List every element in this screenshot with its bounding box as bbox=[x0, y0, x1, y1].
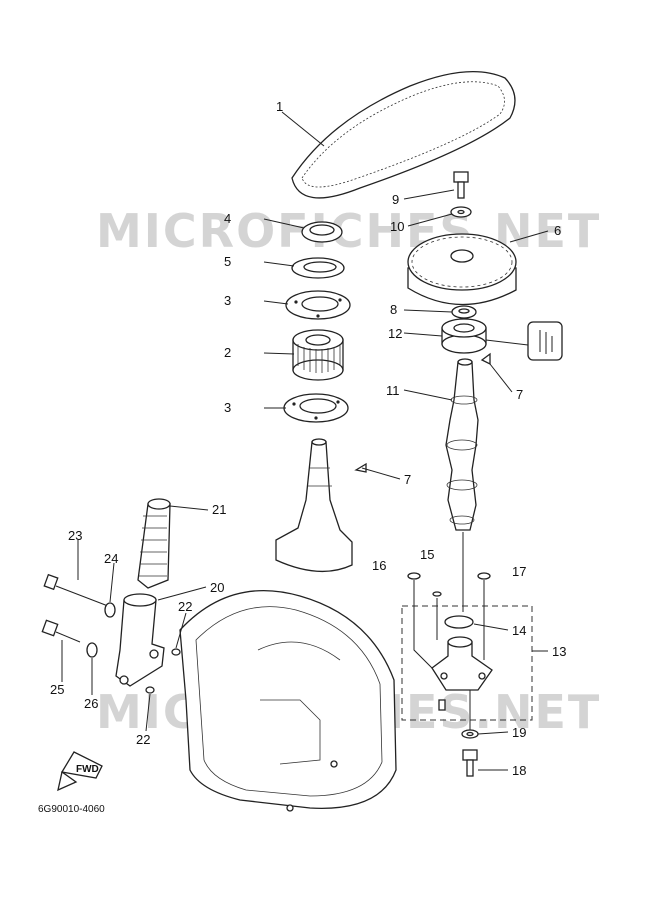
callout-25: 25 bbox=[50, 682, 64, 697]
callout-22-lower: 22 bbox=[136, 732, 150, 747]
o-ring-22-upper bbox=[171, 648, 181, 656]
callout-9: 9 bbox=[392, 192, 399, 207]
washer-26 bbox=[86, 642, 98, 658]
callout-20: 20 bbox=[210, 580, 224, 595]
callout-5: 5 bbox=[224, 254, 231, 269]
callout-23: 23 bbox=[68, 528, 82, 543]
filter-housing bbox=[115, 593, 165, 687]
plate-upper bbox=[285, 290, 351, 320]
washer-19 bbox=[461, 729, 479, 739]
camshaft bbox=[445, 352, 491, 531]
ring bbox=[291, 257, 345, 279]
callout-7-left: 7 bbox=[404, 472, 411, 487]
watermark-top: MICROFICHES.NET bbox=[96, 204, 601, 258]
washer-10 bbox=[450, 206, 472, 218]
oil-filter-element bbox=[137, 498, 171, 589]
callout-2: 2 bbox=[224, 345, 231, 360]
washer-24 bbox=[104, 602, 116, 618]
fwd-label: FWD bbox=[76, 764, 99, 775]
bearing-12 bbox=[441, 318, 487, 354]
callout-6: 6 bbox=[554, 223, 561, 238]
callout-7-right: 7 bbox=[516, 387, 523, 402]
spacer-8 bbox=[451, 305, 477, 319]
callout-16: 16 bbox=[372, 558, 386, 573]
cam-pulley bbox=[407, 233, 517, 306]
callout-14: 14 bbox=[512, 623, 526, 638]
callout-3-lower: 3 bbox=[224, 400, 231, 415]
timing-belt bbox=[291, 71, 516, 199]
bolt-9 bbox=[453, 171, 469, 199]
callout-19: 19 bbox=[512, 725, 526, 740]
callout-13: 13 bbox=[552, 644, 566, 659]
callout-21: 21 bbox=[212, 502, 226, 517]
crankshaft bbox=[275, 438, 367, 573]
o-ring-22-lower bbox=[145, 686, 155, 694]
callout-24: 24 bbox=[104, 551, 118, 566]
callout-26: 26 bbox=[84, 696, 98, 711]
callout-18: 18 bbox=[512, 763, 526, 778]
bolt-25 bbox=[41, 619, 81, 643]
callout-8: 8 bbox=[390, 302, 397, 317]
callout-12: 12 bbox=[388, 326, 402, 341]
plate-lower bbox=[283, 393, 349, 423]
bolt-18 bbox=[462, 749, 478, 777]
crankcase-housing bbox=[179, 589, 397, 812]
fwd-arrow: FWD bbox=[57, 751, 103, 792]
callout-17: 17 bbox=[512, 564, 526, 579]
callout-3-upper: 3 bbox=[224, 293, 231, 308]
detail-inset bbox=[485, 321, 563, 361]
bolt-23 bbox=[43, 573, 109, 607]
callout-22-upper: 22 bbox=[178, 599, 192, 614]
leader-lines bbox=[61, 111, 549, 771]
oil-pump-box bbox=[401, 572, 533, 721]
callout-4: 4 bbox=[224, 211, 231, 226]
callout-15: 15 bbox=[420, 547, 434, 562]
callout-10: 10 bbox=[390, 219, 404, 234]
callout-11: 11 bbox=[386, 383, 400, 398]
callout-labels: 1 2 3 3 4 5 6 7 7 8 9 10 11 12 13 14 15 … bbox=[50, 99, 566, 778]
oil-seal bbox=[301, 221, 343, 243]
diagram-code: 6G90010-4060 bbox=[38, 804, 105, 815]
crank-gear bbox=[292, 329, 344, 381]
callout-1: 1 bbox=[276, 99, 283, 114]
